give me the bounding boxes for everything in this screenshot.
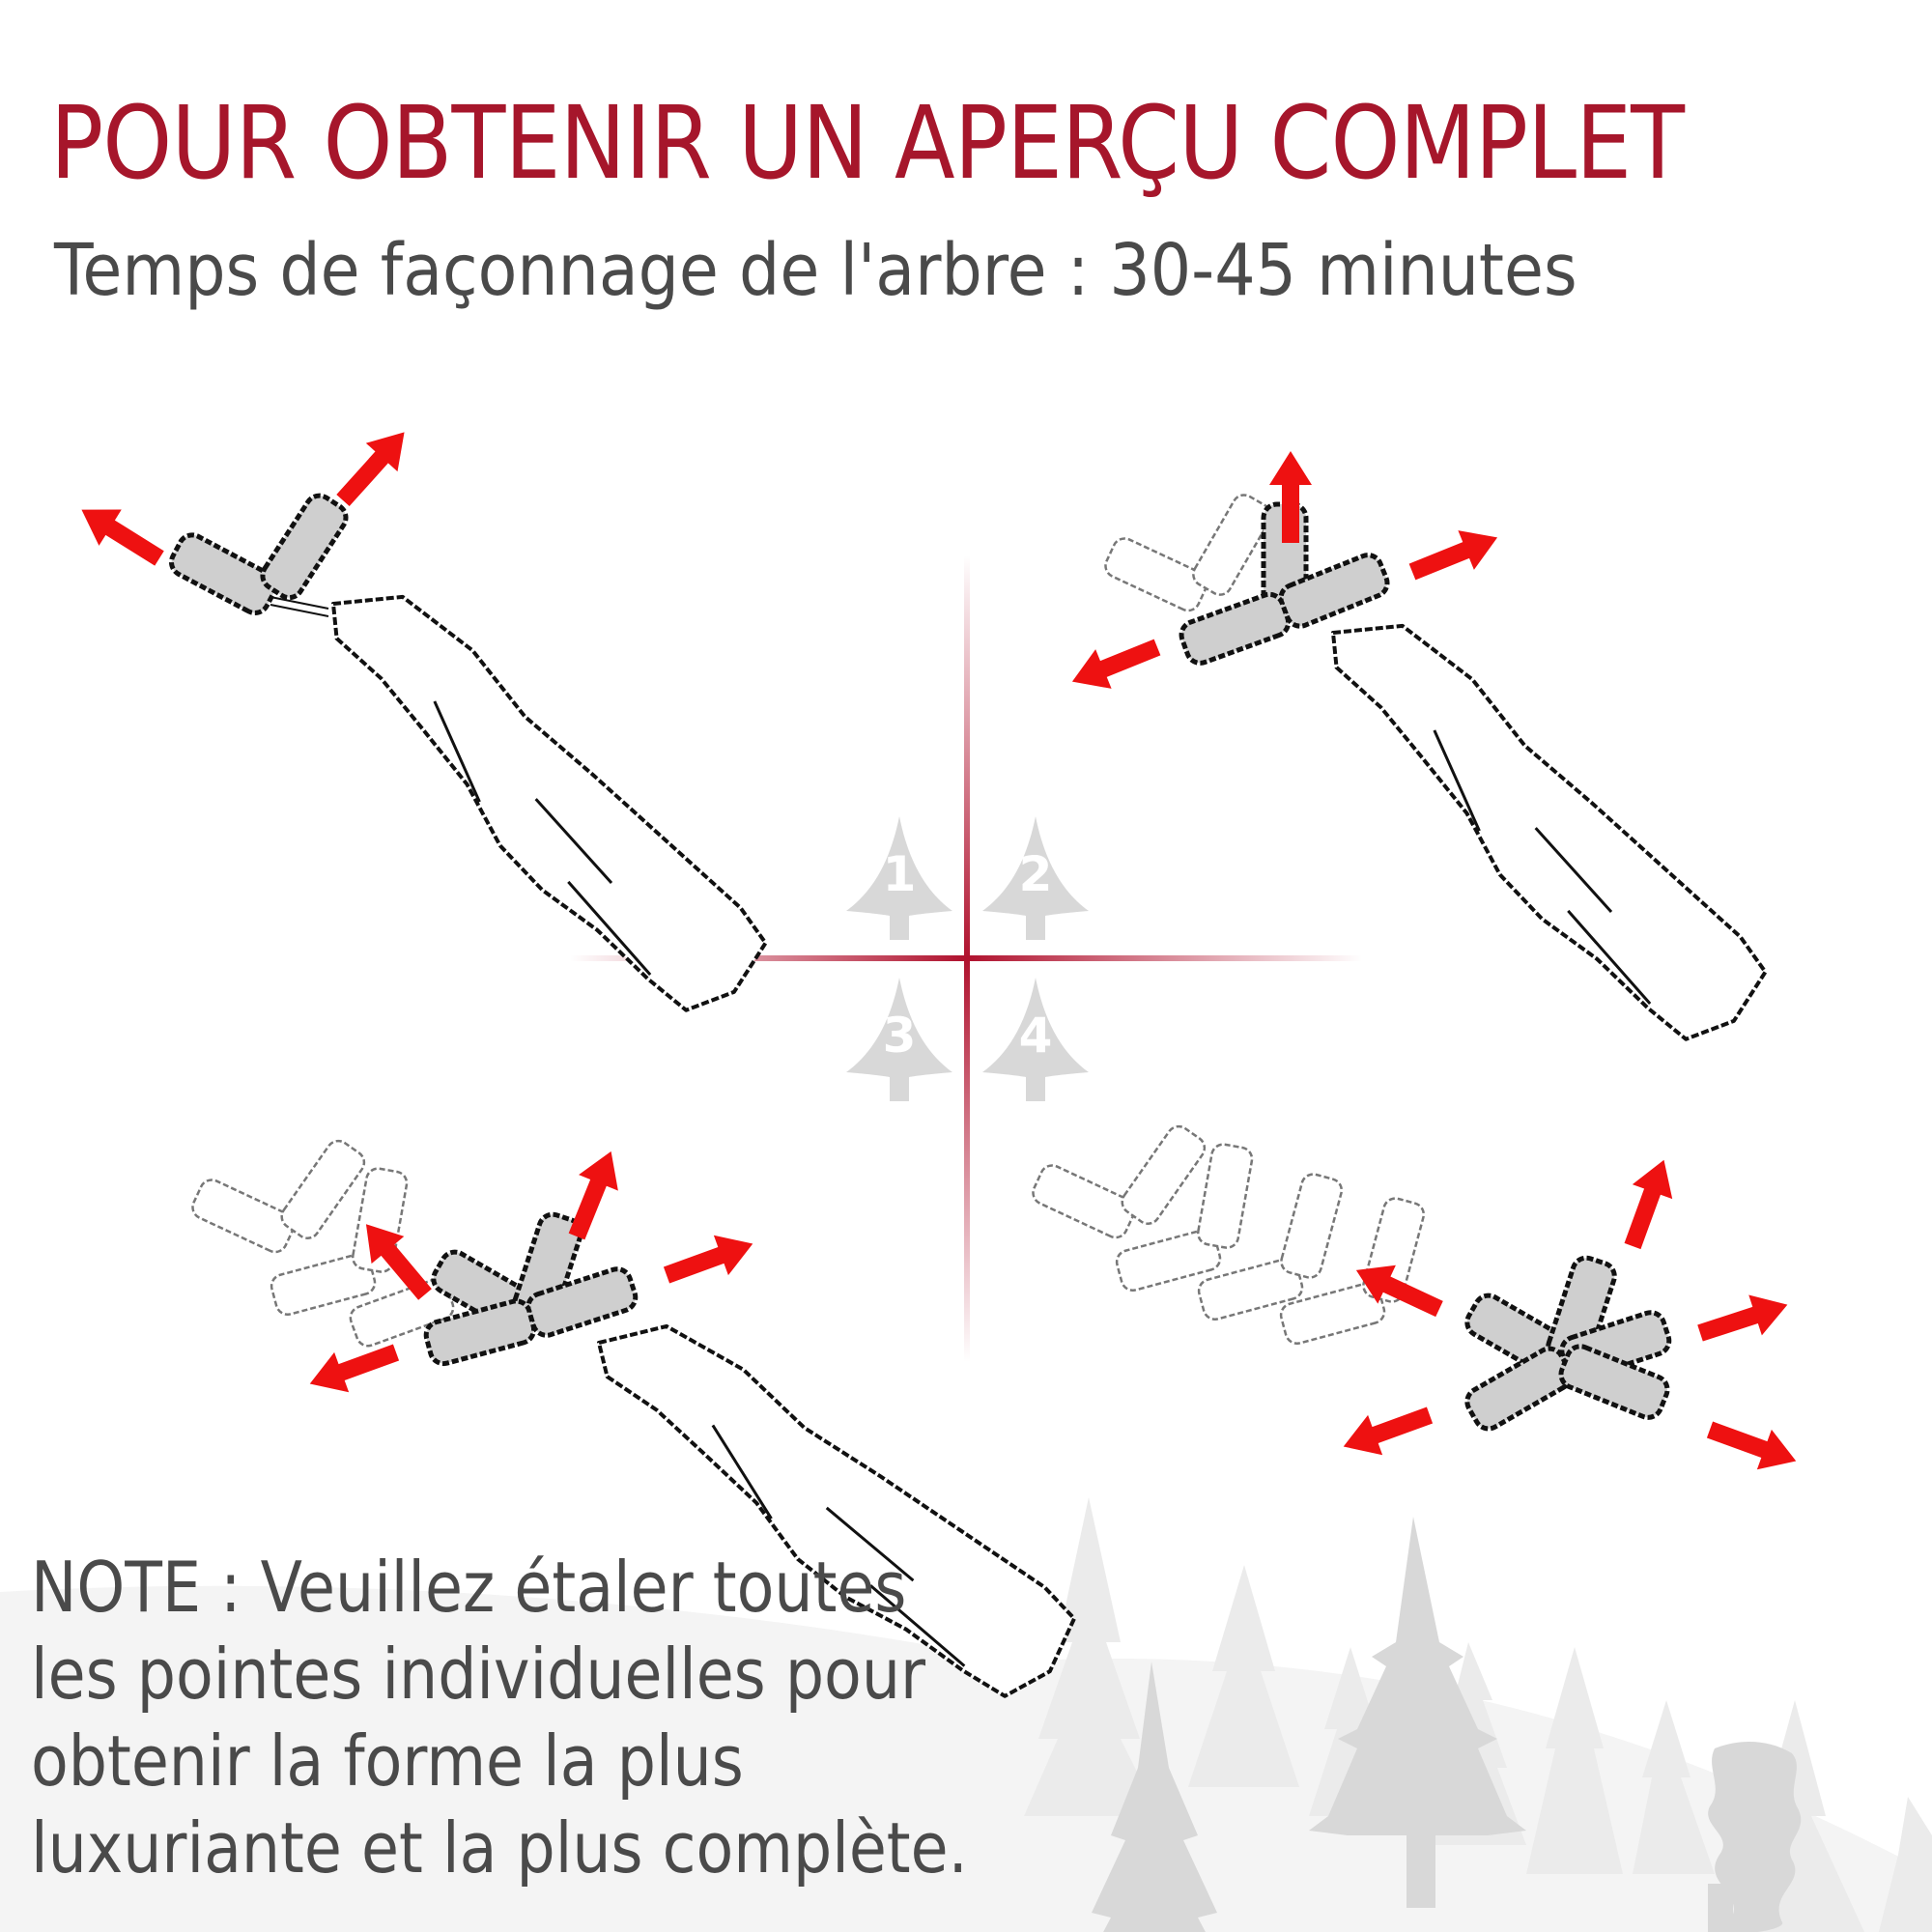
arrow-icon xyxy=(302,1332,404,1405)
branch-step-2 xyxy=(1064,451,1830,1057)
step-icon-3: 3 xyxy=(846,978,952,1101)
arrow-icon xyxy=(1702,1409,1804,1482)
note-line: les pointes individuelles pour xyxy=(31,1634,926,1715)
branch-step-1 xyxy=(70,417,829,1029)
quadrant-divider xyxy=(570,555,1362,1362)
arrow-icon xyxy=(1336,1395,1437,1467)
note-line: NOTE : Veuillez étaler toutes xyxy=(31,1547,907,1628)
step-icon-2: 2 xyxy=(982,816,1089,940)
arrow-icon xyxy=(1404,518,1506,592)
arrow-icon xyxy=(1693,1284,1795,1353)
step-icons: 1 2 3 4 xyxy=(846,816,1089,1101)
shaping-time-subtitle: Temps de façonnage de l'arbre : 30-45 mi… xyxy=(54,229,1577,312)
front-trees xyxy=(1092,1517,1802,1932)
note-text: NOTE : Veuillez étaler toutes les pointe… xyxy=(31,1544,968,1891)
step-icon-4: 4 xyxy=(982,978,1089,1101)
svg-text:1: 1 xyxy=(883,846,917,902)
arrow-icon xyxy=(327,417,420,515)
arrow-icon xyxy=(659,1223,760,1295)
svg-text:4: 4 xyxy=(1019,1008,1053,1064)
page-title: POUR OBTENIR UN APERÇU COMPLET xyxy=(50,84,1685,202)
branch-step-4 xyxy=(1028,1121,1804,1482)
arrow-icon xyxy=(1612,1152,1685,1254)
note-line: luxuriante et la plus complète. xyxy=(31,1807,968,1889)
note-line: obtenir la forme la plus xyxy=(31,1720,744,1802)
arrow-icon xyxy=(70,492,171,577)
svg-text:2: 2 xyxy=(1019,846,1053,902)
svg-text:3: 3 xyxy=(883,1008,917,1064)
arrow-icon xyxy=(1064,627,1166,701)
step-icon-1: 1 xyxy=(846,816,952,940)
